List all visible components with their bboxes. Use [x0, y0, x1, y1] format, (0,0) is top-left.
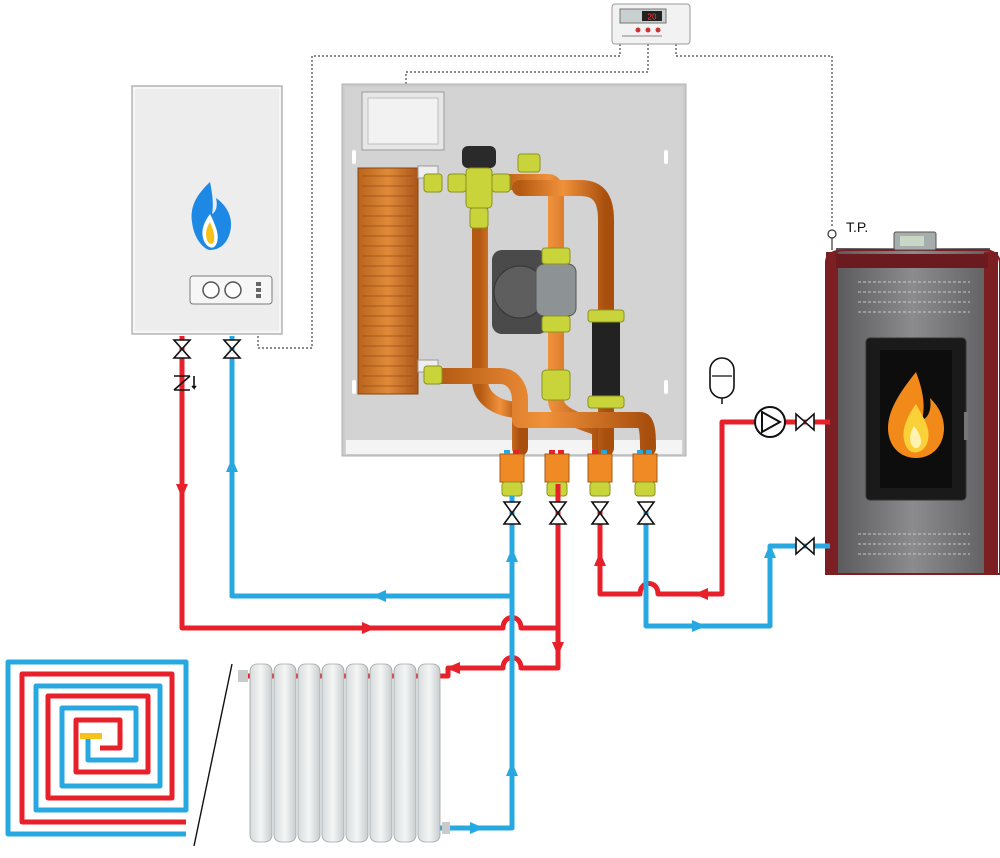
plate-heat-exchanger [357, 165, 439, 395]
hydraulic-module [341, 83, 687, 497]
mixing-valve [423, 146, 511, 229]
valve-icon [172, 339, 815, 556]
radiator [238, 663, 450, 843]
arrow-icon [226, 458, 776, 834]
thermostat-button [645, 27, 651, 33]
check-valve-icon [173, 375, 197, 391]
module-pump [492, 247, 577, 334]
arrow-icon [176, 484, 708, 674]
expansion-tank-icon [709, 357, 735, 404]
stove-display [893, 231, 937, 251]
flame-icon [191, 182, 232, 250]
thermostat-display: 20 [648, 13, 657, 22]
control-wires [257, 44, 833, 349]
hydraulic-separator [587, 309, 625, 409]
thermostat-button [655, 27, 661, 33]
pump-icon [754, 406, 786, 438]
room-thermostat: 20 [611, 3, 691, 45]
pellet-stove [825, 231, 1000, 575]
tp-sensor: T.P. [827, 219, 868, 250]
divider-line [193, 663, 233, 847]
boiler-knob [224, 281, 242, 299]
tp-label: T.P. [846, 219, 868, 235]
boiler-knob [202, 281, 220, 299]
stove-flame-icon [888, 372, 944, 458]
control-box [361, 91, 445, 151]
underfloor-heating [5, 659, 189, 837]
gas-boiler [131, 85, 283, 335]
module-outlets [499, 450, 658, 497]
thermostat-button [635, 27, 641, 33]
